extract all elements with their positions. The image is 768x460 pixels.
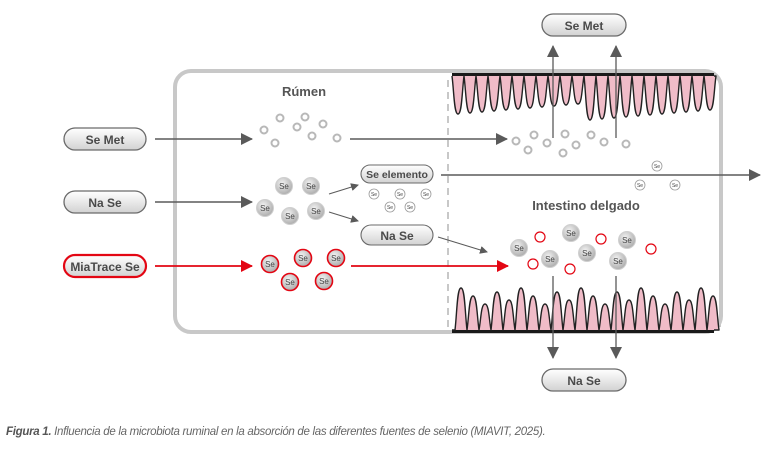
se-elemento-particle: Se [420, 188, 432, 200]
na-se-particle: Se [256, 199, 274, 217]
input-pill-miatrace-se: MiaTrace Se [62, 253, 148, 279]
pill-na-se-rumen: Na Se [360, 224, 434, 246]
villi-top [451, 73, 717, 121]
selenium-absorption-diagram: Rúmen Intestino delgado Se Met Na Se Mia… [62, 13, 761, 392]
svg-text:Se: Se [298, 254, 308, 263]
svg-text:Se: Se [637, 183, 643, 189]
svg-text:Se: Se [423, 192, 429, 198]
miatrace-particle: Se [280, 272, 300, 292]
se-met-particle [571, 140, 581, 150]
miatrace-particle [534, 231, 546, 243]
miatrace-particle: Se [314, 271, 334, 291]
se-elemento-particle: Se [384, 201, 396, 213]
miatrace-particle [595, 233, 607, 245]
svg-text:Se: Se [311, 207, 321, 216]
output-pill-se-met: Se Met [541, 13, 627, 37]
se-met-particle [300, 112, 310, 122]
svg-text:Se: Se [387, 205, 393, 211]
intestine-label: Intestino delgado [532, 198, 640, 213]
na-se-particle: Se [618, 231, 636, 249]
svg-text:Se: Se [545, 255, 555, 264]
se-met-particle [529, 130, 539, 140]
na-se-particle: Se [307, 202, 325, 220]
na-se-particle: Se [510, 239, 528, 257]
svg-text:Se: Se [672, 183, 678, 189]
se-elemento-particle: Se [394, 188, 406, 200]
se-met-particle [542, 138, 552, 148]
na-se-particle: Se [562, 224, 580, 242]
svg-text:Se: Se [371, 192, 377, 198]
se-met-particle [332, 133, 342, 143]
na-se-particle: Se [275, 177, 293, 195]
caption-prefix: Figura 1. [6, 426, 52, 438]
svg-text:Se: Se [319, 277, 329, 286]
miatrace-particle [527, 258, 539, 270]
se-met-particle [270, 138, 280, 148]
na-se-particle: Se [541, 250, 559, 268]
svg-text:Na Se: Na Se [567, 374, 601, 388]
svg-text:Se Met: Se Met [565, 19, 604, 33]
se-elemento-particle: Se [634, 179, 646, 191]
svg-text:Se: Se [265, 260, 275, 269]
arrow-to-se-elemento [328, 183, 359, 195]
input-pill-na-se: Na Se [63, 190, 147, 214]
miatrace-particle: Se [293, 248, 313, 268]
svg-text:Na Se: Na Se [380, 229, 414, 243]
svg-text:Se: Se [279, 182, 289, 191]
se-met-particle [511, 136, 521, 146]
svg-text:Se: Se [407, 205, 413, 211]
se-met-particle [259, 125, 269, 135]
miatrace-particle [645, 243, 657, 255]
se-elemento-particle: Se [368, 188, 380, 200]
se-met-particle [307, 131, 317, 141]
miatrace-particle: Se [326, 248, 346, 268]
svg-text:Se: Se [566, 229, 576, 238]
na-se-particle: Se [302, 177, 320, 195]
arrow-to-na-se-rumen [328, 211, 359, 223]
svg-text:Se: Se [397, 192, 403, 198]
svg-text:Na Se: Na Se [88, 196, 122, 210]
se-met-particle [318, 119, 328, 129]
na-se-particle: Se [281, 207, 299, 225]
svg-text:Se: Se [582, 249, 592, 258]
se-met-particle [599, 137, 609, 147]
se-elemento-particle: Se [404, 201, 416, 213]
svg-text:Se: Se [260, 204, 270, 213]
se-met-particle [275, 113, 285, 123]
miatrace-particle [564, 263, 576, 275]
se-met-particle [621, 139, 631, 149]
se-met-particle [558, 148, 568, 158]
se-met-particle [586, 130, 596, 140]
na-se-particle: Se [609, 252, 627, 270]
svg-text:Se: Se [514, 244, 524, 253]
villi-bottom [452, 287, 720, 333]
na-se-particle: Se [578, 244, 596, 262]
se-met-particle [523, 145, 533, 155]
input-pill-se-met: Se Met [63, 127, 147, 151]
se-elemento-particle: Se [669, 179, 681, 191]
svg-text:Se: Se [331, 254, 341, 263]
svg-text:MiaTrace Se: MiaTrace Se [70, 260, 140, 274]
svg-text:Se Met: Se Met [86, 133, 125, 147]
output-pill-na-se: Na Se [541, 368, 627, 392]
arrow-na-se-to-intestine [437, 236, 488, 254]
svg-text:Se: Se [622, 236, 632, 245]
svg-text:Se: Se [285, 212, 295, 221]
pill-se-elemento: Se elemento [360, 164, 434, 184]
se-met-particle [292, 122, 302, 132]
svg-text:Se: Se [654, 164, 660, 170]
caption-text: Influencia de la microbiota ruminal en l… [51, 426, 546, 438]
se-met-particle [560, 129, 570, 139]
svg-text:Se: Se [285, 278, 295, 287]
rumen-label: Rúmen [282, 84, 326, 99]
se-elemento-particle: Se [651, 160, 663, 172]
miatrace-particle: Se [260, 254, 280, 274]
figure-caption: Figura 1. Influencia de la microbiota ru… [6, 426, 546, 438]
svg-text:Se: Se [613, 257, 623, 266]
svg-text:Se elemento: Se elemento [366, 169, 428, 181]
svg-text:Se: Se [306, 182, 316, 191]
